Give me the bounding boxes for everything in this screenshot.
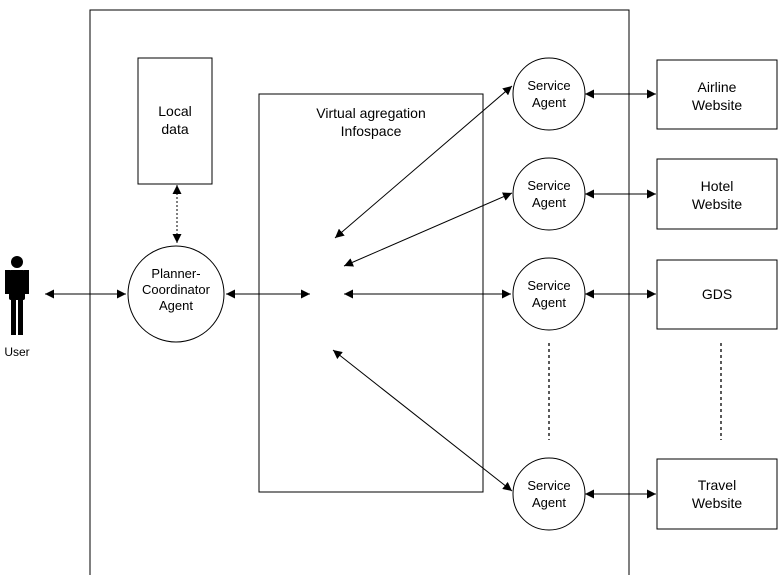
local-data-label-1: Local — [158, 103, 191, 119]
travel-website-box — [656, 458, 778, 530]
user-label: User — [4, 345, 29, 359]
agent-4-label-1: Service — [527, 478, 570, 493]
planner-label-3: Agent — [159, 298, 193, 313]
local-data-label-2: data — [161, 121, 188, 137]
agent-3-label-1: Service — [527, 278, 570, 293]
airline-website-box — [656, 59, 778, 130]
agent-4-label-2: Agent — [532, 495, 566, 510]
planner-label-1: Planner- — [151, 266, 200, 281]
service-agent-3 — [512, 257, 586, 331]
site-4-label-1: Travel — [698, 477, 736, 493]
agent-1-label-1: Service — [527, 78, 570, 93]
service-agent-1 — [512, 57, 586, 131]
infospace-box — [258, 93, 484, 493]
site-4-label-2: Website — [692, 495, 743, 511]
planner-coordinator-agent — [127, 245, 225, 343]
site-2-label-2: Website — [692, 196, 743, 212]
site-1-label-2: Website — [692, 97, 743, 113]
service-agent-4 — [512, 457, 586, 531]
infospace-label-2: Infospace — [341, 123, 402, 139]
site-1-label-1: Airline — [698, 79, 737, 95]
service-agent-2 — [512, 157, 586, 231]
agent-2-label-1: Service — [527, 178, 570, 193]
infospace-agent4-link — [332, 349, 513, 492]
planner-label-2: Coordinator — [142, 282, 211, 297]
agent-2-label-2: Agent — [532, 195, 566, 210]
agent-3-label-2: Agent — [532, 295, 566, 310]
site-2-label-1: Hotel — [701, 178, 734, 194]
infospace-label-1: Virtual agregation — [316, 105, 425, 121]
site-3-label-1: GDS — [702, 286, 732, 302]
local-data-box — [137, 57, 213, 185]
infospace-agent2-link — [343, 192, 513, 267]
gds-box — [656, 259, 778, 330]
user-icon — [5, 256, 29, 335]
agent-1-label-2: Agent — [532, 95, 566, 110]
hotel-website-box — [656, 158, 778, 230]
